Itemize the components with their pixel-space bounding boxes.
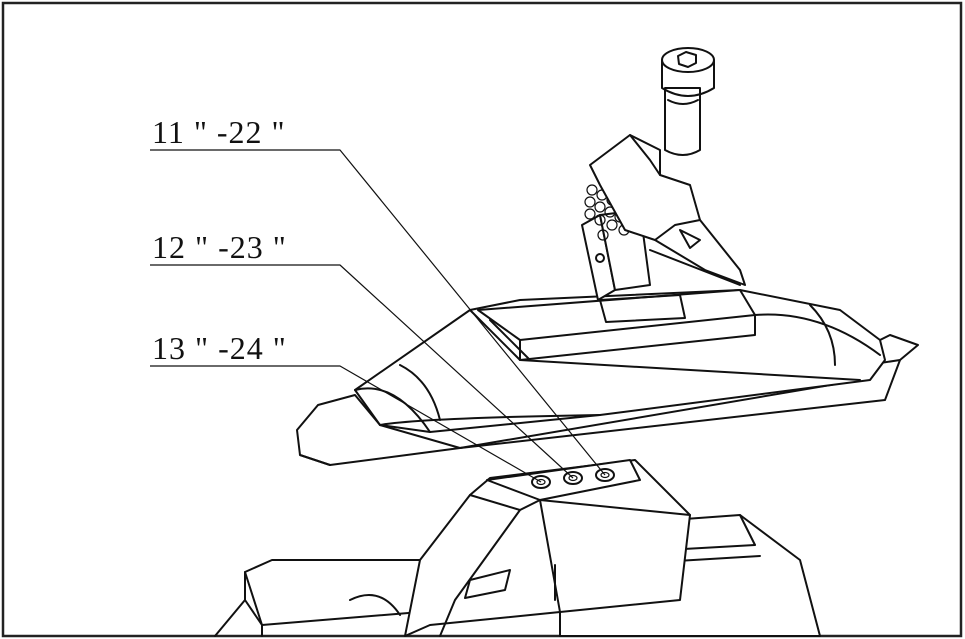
leader-line-1 xyxy=(150,149,606,476)
leader-lines xyxy=(150,149,606,483)
clamp-main-face xyxy=(354,289,886,433)
clamp-slot xyxy=(599,294,686,323)
bottom-plate xyxy=(296,334,919,466)
hex-socket-icon xyxy=(677,51,697,68)
hole-1 xyxy=(531,475,551,489)
label-12-23: 12 " -23 " xyxy=(152,229,287,265)
leader-line-2 xyxy=(150,264,574,479)
upper-clamp-arm xyxy=(581,47,746,301)
hole-2 xyxy=(563,471,583,485)
clamp-body xyxy=(354,289,886,433)
hole-group xyxy=(531,468,615,489)
lower-base xyxy=(214,459,821,637)
label-13-24: 13 " -24 " xyxy=(152,330,287,366)
leader-line-3 xyxy=(150,365,542,483)
bolt-shank xyxy=(664,87,701,156)
clamp-arm xyxy=(589,134,746,286)
hole-3 xyxy=(595,468,615,482)
label-11-22: 11 " -22 " xyxy=(152,114,286,150)
